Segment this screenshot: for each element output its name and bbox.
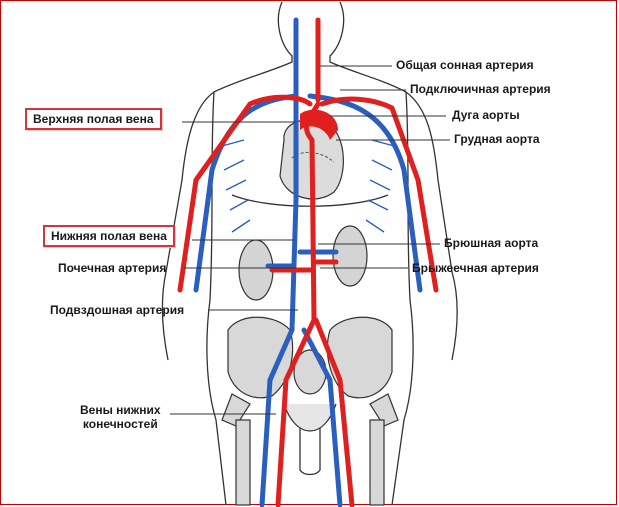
leader-lines [170, 65, 450, 415]
label-abdominal-aorta: Брюшная аорта [444, 236, 539, 250]
label-iliac-artery: Подвздошная артерия [50, 303, 185, 317]
label-thoracic-aorta: Грудная аорта [454, 132, 540, 146]
label-superior-vena-cava: Верхняя полая вена [25, 108, 162, 130]
aortic-arch-shape [300, 109, 338, 140]
label-inferior-vena-cava: Нижняя полая вена [43, 225, 175, 247]
arteries [177, 17, 439, 507]
vein-branches [221, 139, 395, 233]
label-mesenteric-artery: Брыжеечная артерия [412, 261, 539, 275]
label-renal-artery: Почечная артерия [58, 261, 167, 275]
label-subclavian-artery: Подключичная артерия [410, 82, 551, 96]
body-outline [161, 1, 458, 506]
label-leg-veins: Вены нижних конечностей [80, 403, 161, 431]
veins [193, 17, 423, 507]
label-aortic-arch: Дуга аорты [452, 108, 520, 122]
label-leg-veins-line1: Вены нижних [80, 403, 161, 417]
label-leg-veins-line2: конечностей [82, 417, 158, 431]
kidneys [238, 225, 368, 301]
label-carotid-artery: Общая сонная артерия [396, 58, 534, 72]
